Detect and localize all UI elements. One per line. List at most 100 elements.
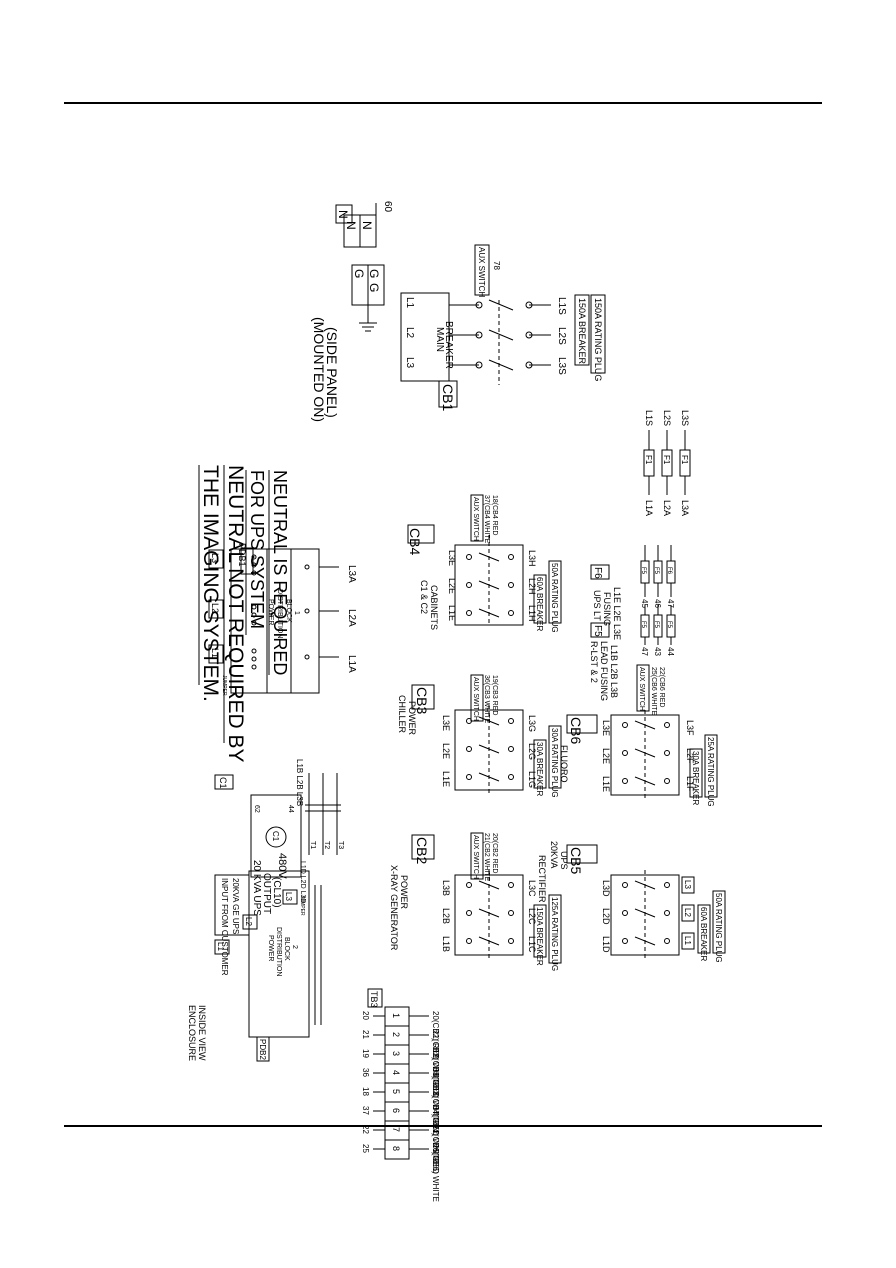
cb2-aux-switch: AUX SWITCH: [472, 835, 479, 879]
c1-t2: T2: [323, 841, 330, 849]
tb3-row: 6 37(CB4) WHITE 37: [361, 1106, 440, 1164]
c1-terms-bottom: L1D L2D L3D: [299, 861, 306, 903]
cb2-in3: L3B: [441, 880, 451, 896]
cb3-rating: 30A BREAKER: [535, 742, 544, 796]
input-line2: 20KVA GE UPS: [231, 878, 240, 934]
pdb2-line1: POWER: [267, 935, 274, 961]
neutral-required-line2: FOR UPS SYSTEM: [247, 470, 267, 629]
header-rule: [64, 102, 822, 104]
footer-rule: [64, 1125, 822, 1127]
cb4-out1: L1H: [527, 605, 537, 622]
cb1-rating: 150A BREAKER: [577, 298, 587, 365]
f5-fuse-3: F5: [666, 621, 672, 629]
f1-left-3: L3A: [680, 500, 690, 516]
cb2-in2: L2B: [441, 908, 451, 924]
cb4-name-2: CABINETS: [429, 585, 439, 630]
tb3-row: 4 36(CB3) WHITE 36: [361, 1068, 440, 1126]
c1-terms-top: L1B L2B L3B: [295, 759, 304, 806]
cb6-aux-wire-1: 25(CB6 WHITE: [650, 667, 657, 716]
cb6-aux-switch: AUX SWITCH: [638, 667, 645, 711]
pdb1-line2: DISTRIBUTION: [276, 589, 283, 638]
f1-right-2: L2S: [662, 410, 672, 426]
cb1-rating-plug: 150A RATING PLUG: [593, 298, 603, 381]
f5-tag: F5: [592, 625, 603, 637]
f5-fuse-2: F5: [653, 621, 659, 629]
cb6-in1: L1E: [601, 776, 611, 792]
c1-contact-62: 62: [253, 805, 260, 813]
cb2-out2: L2C: [527, 908, 537, 925]
cb2-out1: L1C: [527, 936, 537, 953]
cb4-out3: L3H: [527, 550, 537, 567]
pdb1-out2: L2A: [346, 609, 357, 627]
neutral-notes: NEUTRAL NOT REQUIRED BY THE IMAGING SYST…: [198, 317, 340, 763]
ground-neutral-bus: N N N 60 G G G: [335, 201, 393, 332]
pdb2-input-block: INPUT FROM CUSTOMER 20KVA GE UPS L3 L2 L…: [214, 870, 322, 1062]
tb3-wire-3: 19: [361, 1049, 370, 1058]
f5-bottom-3: 44: [666, 647, 675, 656]
cb3-out1: L1G: [527, 771, 537, 788]
cb1-out2: L2S: [556, 327, 567, 345]
tb3-terminal-block: TB3 1 20(CB2) RED 20 2 21(CB2) WHITE 21: [361, 988, 440, 1202]
cb1-l1: L1: [404, 297, 415, 309]
tb3-tag: TB3: [369, 991, 379, 1008]
cb1-aux-wire: 78: [492, 261, 501, 270]
tb3-label-4: 36(CB3) WHITE: [431, 1068, 440, 1126]
cb2-aux-wire-1: 21(CB2 WHITE: [483, 833, 490, 882]
pdb1-tag: PDB1: [237, 543, 247, 567]
cb3-breaker: CB3 CHILLER POWER AUX SWITCH 36(CB3 WHIT…: [397, 674, 562, 798]
ground-terminal-1: G: [367, 269, 381, 278]
neutral-terminal-2: N: [344, 221, 358, 230]
cb5-name-2: UPS: [559, 851, 569, 870]
pdb1-line3: BLOCK: [285, 599, 292, 623]
cb2-name-1: X-RAY GENERATOR: [389, 865, 399, 951]
cb3-rating-plug: 30A RATING PLUG: [550, 728, 559, 798]
cb6-in3: L3E: [601, 720, 611, 736]
cb5-in2: L2D: [601, 908, 611, 925]
pdb1-out3: L3A: [346, 565, 357, 583]
cb4-breaker: CB4 C1 & C2 CABINETS L3E L2E L1E L3H L2H…: [407, 494, 562, 633]
cb6-rating-plug: 25A RATING PLUG: [706, 737, 715, 807]
cb3-in2: L2E: [441, 743, 451, 759]
tb3-pos-3: 3: [391, 1051, 401, 1056]
tb3-pos-7: 7: [391, 1127, 401, 1132]
cb4-in3: L3E: [447, 550, 457, 566]
enclosure-label: ENCLOSURE INSIDE VIEW: [187, 1005, 207, 1061]
f6-line3: L1E L2E L3E: [612, 587, 622, 640]
cb6-tag: CB6: [568, 717, 584, 744]
tb3-row: 1 20(CB2) RED 20: [361, 1011, 440, 1060]
tb3-row: 8 25(CB6) WHITE 25: [361, 1144, 440, 1202]
cb1-tag: CB1: [440, 384, 456, 411]
cb3-out2: L2G: [527, 743, 537, 760]
cb4-aux-wire-1: 37(CB4 WHITE: [483, 495, 490, 544]
tb3-label-2: 21(CB2) WHITE: [431, 1030, 440, 1088]
cb6-rating: 30A BREAKER: [691, 751, 700, 805]
cb6-name-1: FLUORO: [559, 745, 569, 783]
pdb1-num: 1: [293, 611, 300, 615]
cb1-name-2: BREAKER: [443, 321, 454, 369]
neutral-terminal-1: N: [360, 221, 374, 230]
cb5-name-1: 20KVA: [549, 841, 559, 868]
f6-fuse-2: F5: [653, 567, 659, 575]
tb3-wire-6: 37: [361, 1106, 370, 1115]
cb3-aux-wire-2: 19(CB3 RED: [491, 675, 498, 715]
tb3-label-1: 20(CB2) RED: [431, 1011, 440, 1060]
pdb1-l3: L3: [210, 553, 220, 563]
cb2-breaker: CB2 AUX SWITCH 21(CB2 WHITE 20(CB2 RED X…: [389, 832, 562, 971]
neutral-not-required-line2: THE IMAGING SYSTEM.: [199, 465, 222, 702]
f5-fusing: F5 R-LST & 2 LEAD FUSING L1B L2B L3B F5 …: [589, 605, 676, 701]
cb4-aux-switch: AUX SWITCH: [472, 497, 479, 541]
cb2-out3: L3C: [527, 880, 537, 897]
f5-bottom-2: 43: [653, 647, 662, 656]
f1-fuse-3: F1: [680, 455, 689, 465]
tb3-pos-4: 4: [391, 1070, 401, 1075]
tb3-wire-2: 21: [361, 1030, 370, 1039]
c1-t3: T3: [337, 841, 344, 849]
pdb2-jumper: JUMPER: [299, 895, 305, 916]
cb3-name-2: POWER: [407, 701, 417, 736]
pdb1-l2: L2: [210, 603, 220, 613]
cb5-in1: L1D: [601, 936, 611, 953]
tb3-wire-5: 18: [361, 1087, 370, 1096]
tb3-pos-2: 2: [391, 1032, 401, 1037]
cb5-tag: CB5: [568, 847, 584, 874]
